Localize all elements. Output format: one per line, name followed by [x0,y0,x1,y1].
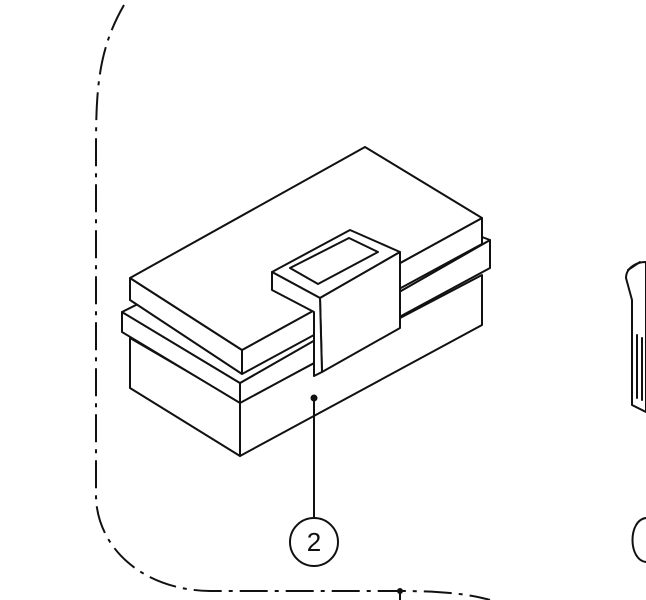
adjacent-part-partial [625,261,646,413]
box-base-front-face [239,274,483,457]
group-boundary-line [95,4,491,600]
storage-box [121,146,491,457]
partial-callout-circle [631,517,646,563]
box-lid-top-face [129,146,483,351]
partial-part-clip [627,261,641,271]
latch-slot [289,237,379,285]
callout-number: 2 [307,527,321,557]
callout-circle [289,517,339,567]
latch-strap-side [271,271,323,377]
